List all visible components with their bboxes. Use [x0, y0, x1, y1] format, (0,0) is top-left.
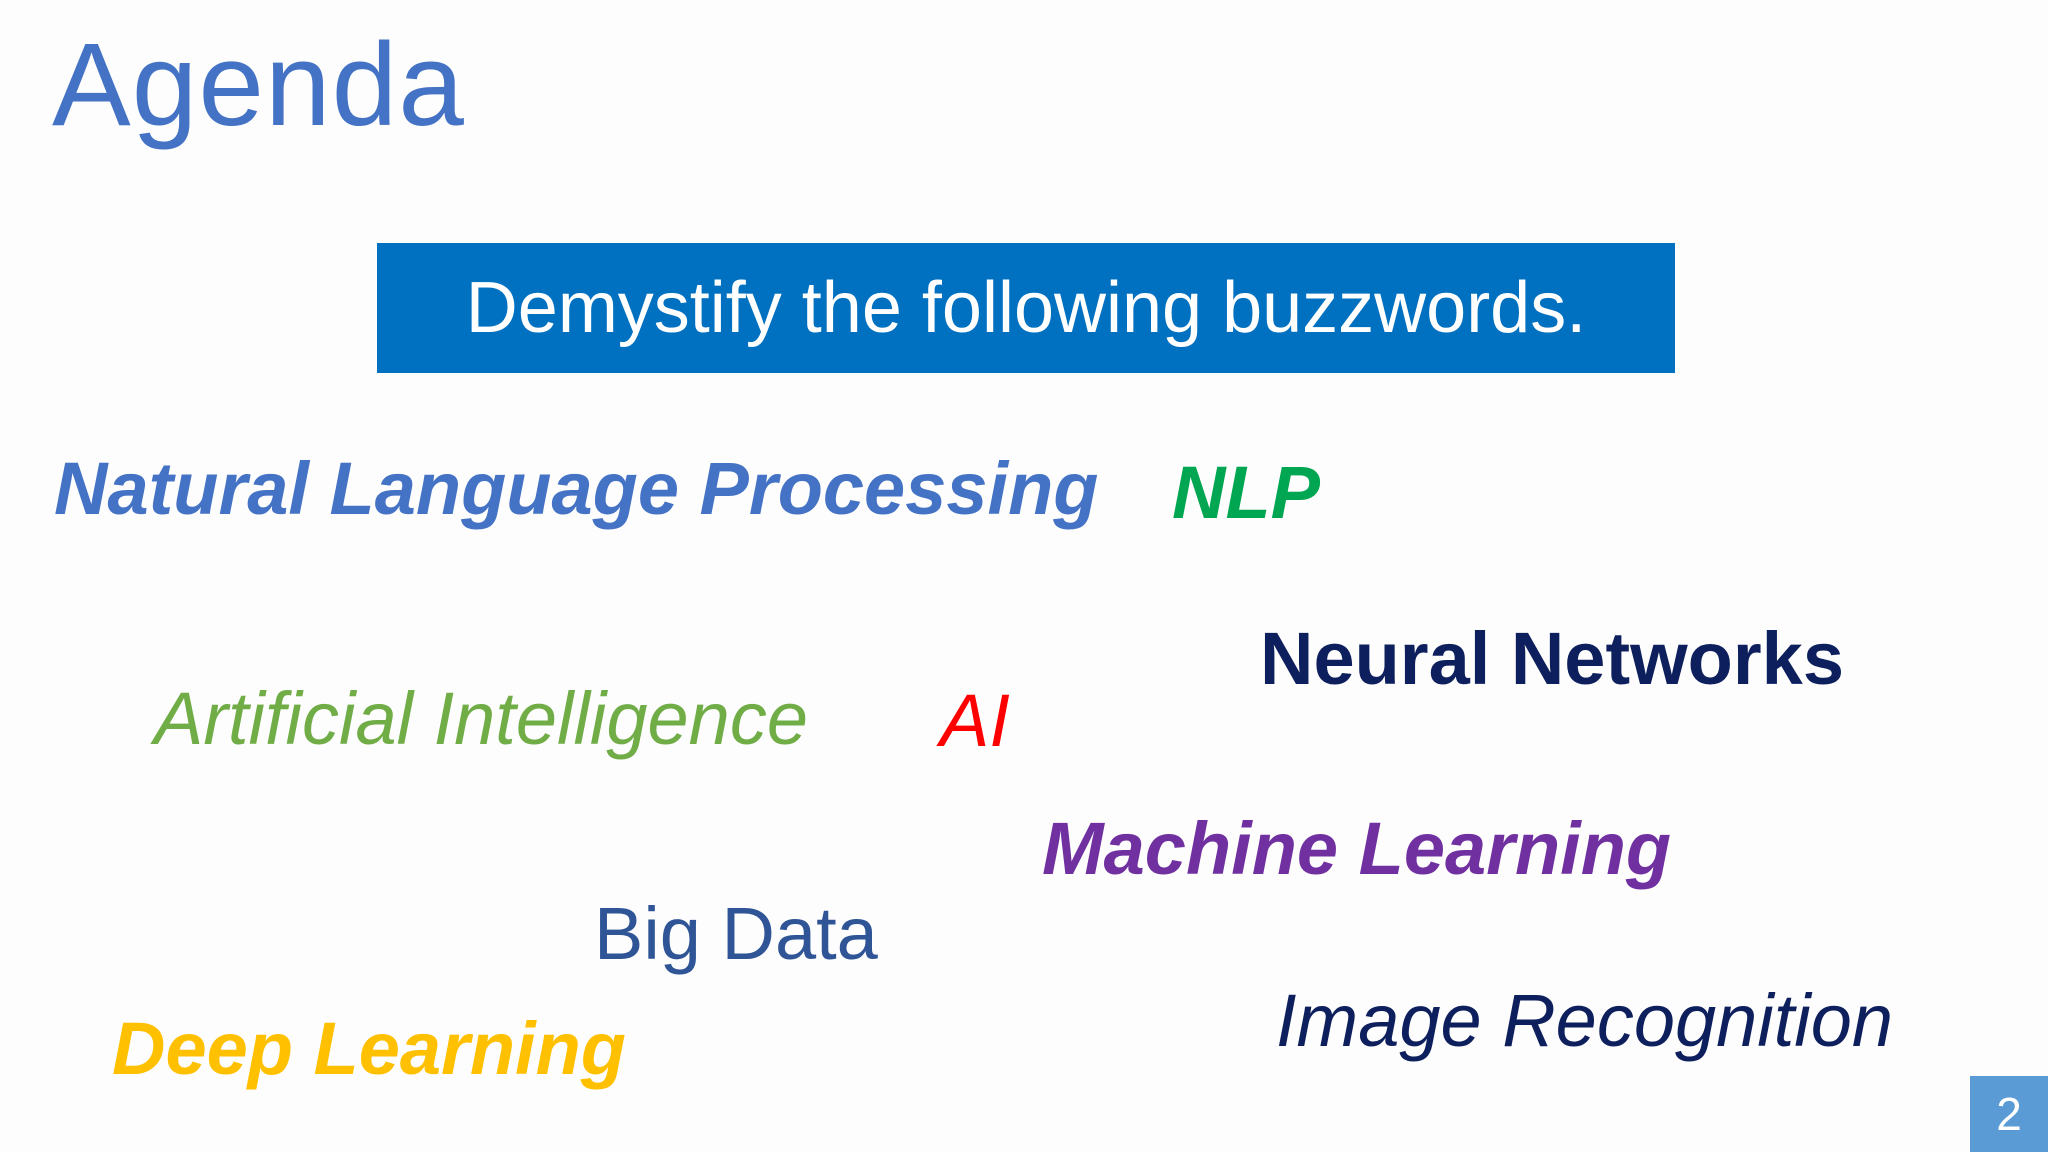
buzzword-neural-networks: Neural Networks — [1260, 617, 1844, 700]
buzzword-nlp: NLP — [1172, 451, 1320, 534]
buzzword-artificial-intelligence: Artificial Intelligence — [154, 677, 808, 760]
buzzword-machine-learning: Machine Learning — [1042, 807, 1672, 890]
subtitle-banner: Demystify the following buzzwords. — [377, 243, 1675, 373]
slide-title: Agenda — [52, 19, 465, 151]
buzzword-deep-learning: Deep Learning — [112, 1007, 626, 1090]
page-number-badge: 2 — [1970, 1076, 2048, 1152]
buzzword-big-data: Big Data — [594, 892, 878, 975]
buzzword-ai: AI — [940, 679, 1010, 762]
buzzword-natural-language-processing: Natural Language Processing — [54, 447, 1099, 530]
subtitle-banner-text: Demystify the following buzzwords. — [465, 268, 1587, 348]
buzzword-image-recognition: Image Recognition — [1276, 979, 1894, 1062]
